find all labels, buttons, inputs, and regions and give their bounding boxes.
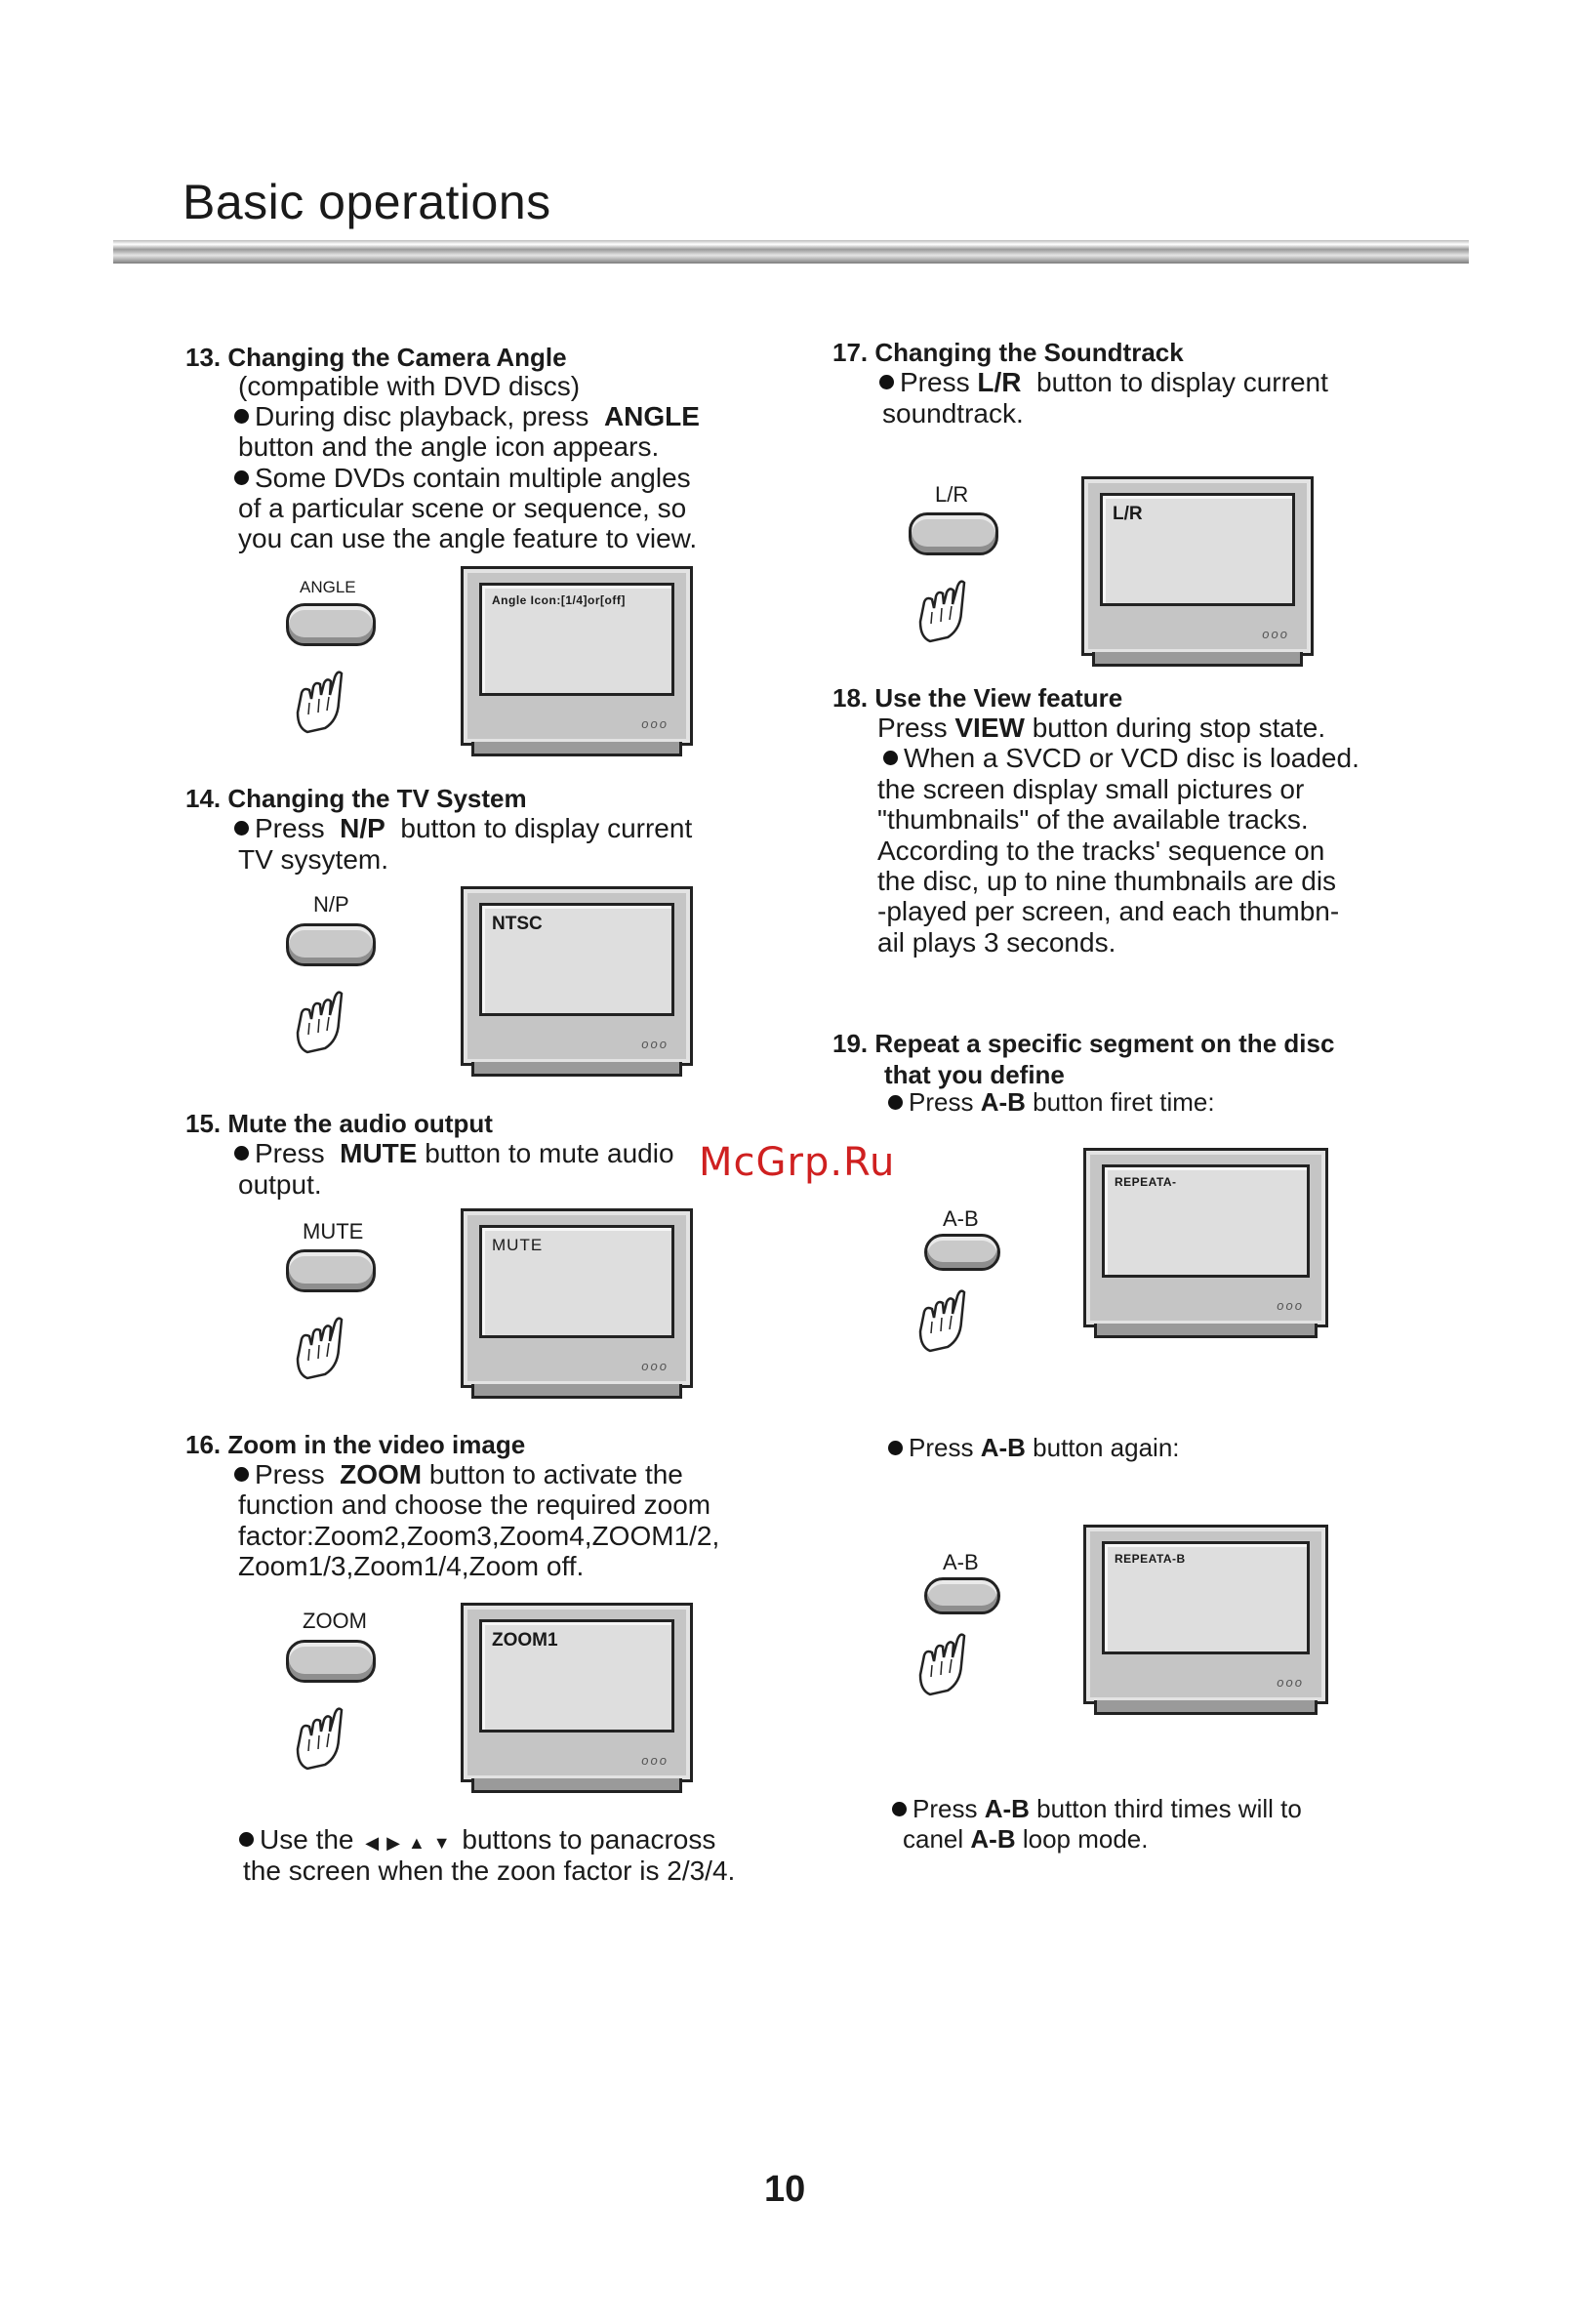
s18-line: According to the tracks' sequence on bbox=[877, 836, 1325, 866]
pointing-hand-icon bbox=[918, 1289, 966, 1353]
np-button[interactable] bbox=[286, 923, 376, 966]
s18-line: "thumbnails" of the available tracks. bbox=[877, 804, 1309, 835]
angle-button[interactable] bbox=[286, 603, 376, 646]
s13-line: (compatible with DVD discs) bbox=[238, 371, 581, 401]
s18-line: Press VIEW button during stop state. bbox=[877, 713, 1326, 743]
screen-text: Angle Icon:[1/4]or[off] bbox=[492, 593, 626, 607]
mute-button[interactable] bbox=[286, 1249, 376, 1292]
screen-text: REPEATA- bbox=[1115, 1175, 1177, 1189]
s13-line: you can use the angle feature to view. bbox=[238, 523, 698, 553]
tv-buttons-icon: ooo bbox=[641, 716, 669, 731]
pointing-hand-icon bbox=[918, 1633, 966, 1696]
s19-heading: that you define bbox=[884, 1060, 1065, 1089]
pointing-hand-icon bbox=[296, 991, 344, 1054]
bullet-icon bbox=[234, 821, 249, 836]
tv-screen-zoom: ZOOM1 ooo bbox=[461, 1603, 693, 1793]
s18-line: When a SVCD or VCD disc is loaded. bbox=[883, 743, 1359, 773]
bullet-icon bbox=[883, 751, 898, 766]
s14-line: Press N/P button to display current bbox=[234, 813, 692, 843]
s18-line: the disc, up to nine thumbnails are dis bbox=[877, 866, 1337, 896]
ab-button-label: A-B bbox=[943, 1550, 979, 1574]
pointing-hand-icon bbox=[918, 580, 966, 643]
arrow-right-icon: ▶ bbox=[386, 1833, 400, 1853]
tv-buttons-icon: ooo bbox=[641, 1037, 669, 1051]
page-number: 10 bbox=[764, 2169, 806, 2210]
s13-line: During disc playback, press ANGLE bbox=[234, 401, 700, 431]
title-rule bbox=[113, 240, 1469, 264]
s13-line: of a particular scene or sequence, so bbox=[238, 493, 687, 523]
tv-screen-mute: MUTE ooo bbox=[461, 1208, 693, 1399]
s19-heading: 19. Repeat a specific segment on the dis… bbox=[832, 1029, 1335, 1058]
s16-line: Zoom1/3,Zoom1/4,Zoom off. bbox=[238, 1551, 585, 1581]
s18-line: ail plays 3 seconds. bbox=[877, 927, 1116, 958]
page-title: Basic operations bbox=[183, 175, 551, 229]
s18-line: -played per screen, and each thumbn- bbox=[877, 896, 1340, 926]
s16-note: the screen when the zoon factor is 2/3/4… bbox=[243, 1855, 736, 1886]
s18-line: the screen display small pictures or bbox=[877, 774, 1305, 804]
angle-button-label: ANGLE bbox=[300, 578, 356, 596]
s19-step1: Press A-B button firet time: bbox=[888, 1087, 1215, 1118]
tv-buttons-icon: ooo bbox=[641, 1359, 669, 1373]
s17-line: soundtrack. bbox=[882, 398, 1024, 428]
s13-line: Some DVDs contain multiple angles bbox=[234, 463, 691, 493]
pointing-hand-icon bbox=[296, 671, 344, 734]
s16-line: function and choose the required zoom bbox=[238, 1489, 711, 1520]
bullet-icon bbox=[234, 1146, 249, 1162]
arrow-up-icon: ▲ bbox=[407, 1833, 426, 1853]
tv-buttons-icon: ooo bbox=[1277, 1298, 1304, 1313]
s17-line: Press L/R button to display current bbox=[879, 367, 1328, 397]
bullet-icon bbox=[888, 1094, 903, 1110]
ab-button[interactable] bbox=[924, 1234, 1000, 1271]
arrow-down-icon: ▼ bbox=[432, 1833, 451, 1853]
s14-line: TV sysytem. bbox=[238, 844, 389, 875]
s17-heading: 17. Changing the Soundtrack bbox=[832, 338, 1184, 367]
tv-buttons-icon: ooo bbox=[641, 1753, 669, 1768]
bullet-icon bbox=[239, 1832, 254, 1848]
bullet-icon bbox=[234, 470, 249, 486]
lr-button-label: L/R bbox=[935, 482, 969, 507]
bullet-icon bbox=[879, 375, 894, 390]
ab-button-label: A-B bbox=[943, 1206, 979, 1231]
s18-heading: 18. Use the View feature bbox=[832, 683, 1123, 713]
arrow-left-icon: ◀ bbox=[365, 1833, 380, 1853]
mute-button-label: MUTE bbox=[303, 1219, 364, 1244]
screen-text: L/R bbox=[1113, 504, 1143, 524]
screen-text: REPEATA-B bbox=[1115, 1552, 1186, 1566]
np-button-label: N/P bbox=[313, 892, 349, 917]
s19-step2: Press A-B button again: bbox=[888, 1433, 1180, 1463]
screen-text: MUTE bbox=[492, 1236, 544, 1254]
s16-note: Use the ◀▶▲▼ buttons to panacross bbox=[239, 1824, 715, 1858]
lr-button[interactable] bbox=[909, 512, 998, 555]
tv-screen-angle: Angle Icon:[1/4]or[off] ooo bbox=[461, 566, 693, 756]
bullet-icon bbox=[888, 1440, 903, 1455]
s15-line: Press MUTE button to mute audio bbox=[234, 1138, 674, 1168]
s14-heading: 14. Changing the TV System bbox=[185, 784, 527, 813]
ab-button[interactable] bbox=[924, 1577, 1000, 1614]
s19-step3: Press A-B button third times will to bbox=[892, 1794, 1302, 1824]
s16-heading: 16. Zoom in the video image bbox=[185, 1430, 526, 1459]
tv-buttons-icon: ooo bbox=[1262, 627, 1289, 641]
pointing-hand-icon bbox=[296, 1317, 344, 1380]
s15-heading: 15. Mute the audio output bbox=[185, 1109, 493, 1138]
s16-line: Press ZOOM button to activate the bbox=[234, 1459, 683, 1489]
s13-line: button and the angle icon appears. bbox=[238, 431, 660, 462]
watermark: McGrp.Ru bbox=[699, 1140, 896, 1185]
s19-step3: canel A-B loop mode. bbox=[903, 1824, 1149, 1854]
zoom-button-label: ZOOM bbox=[303, 1609, 367, 1633]
s13-heading: 13. Changing the Camera Angle bbox=[185, 343, 567, 372]
tv-screen-repeat-ab: REPEATA-B ooo bbox=[1083, 1525, 1328, 1715]
pointing-hand-icon bbox=[296, 1707, 344, 1771]
tv-screen-repeat-a: REPEATA- ooo bbox=[1083, 1148, 1328, 1338]
bullet-icon bbox=[234, 1467, 249, 1483]
screen-text: NTSC bbox=[492, 914, 543, 934]
tv-buttons-icon: ooo bbox=[1277, 1675, 1304, 1690]
bullet-icon bbox=[234, 409, 249, 425]
s16-line: factor:Zoom2,Zoom3,Zoom4,ZOOM1/2, bbox=[238, 1521, 720, 1551]
tv-screen-lr: L/R ooo bbox=[1081, 476, 1314, 667]
zoom-button[interactable] bbox=[286, 1640, 376, 1683]
s15-line: output. bbox=[238, 1169, 322, 1200]
screen-text: ZOOM1 bbox=[492, 1630, 558, 1651]
tv-screen-np: NTSC ooo bbox=[461, 886, 693, 1077]
bullet-icon bbox=[892, 1801, 907, 1816]
